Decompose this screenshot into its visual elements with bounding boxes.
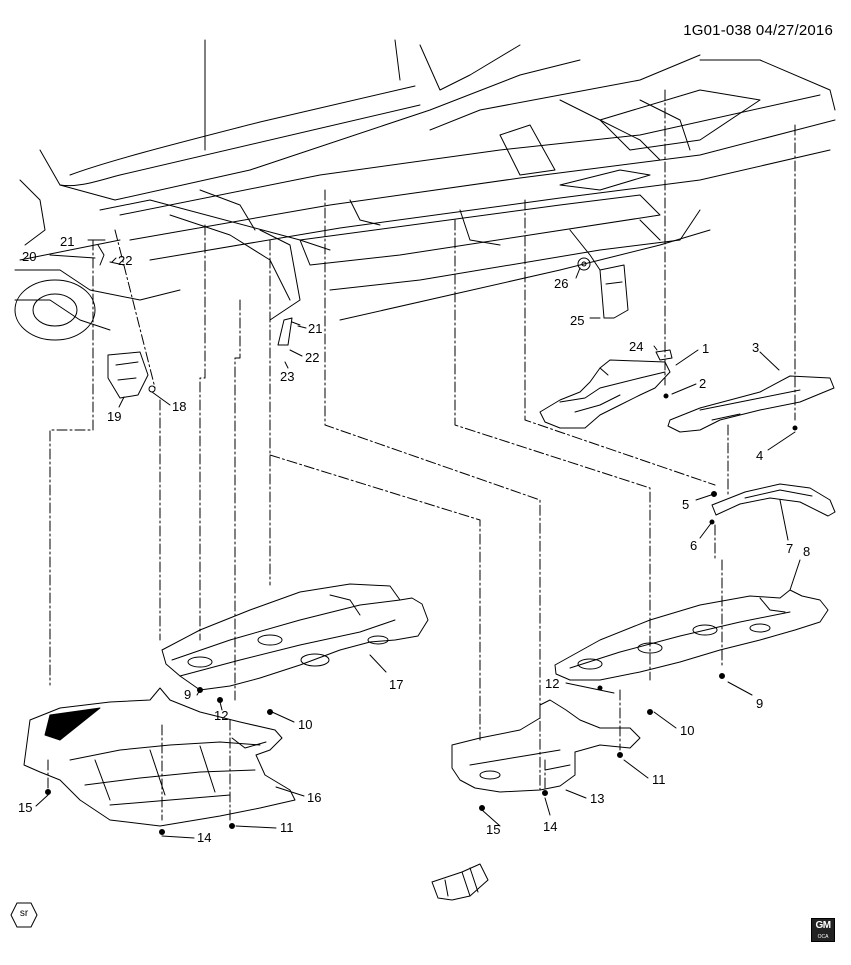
callout-8: 8 (803, 544, 810, 559)
callout-13: 13 (590, 791, 604, 806)
vehicle-underbody (14, 39, 836, 341)
part-25-bracket (599, 264, 629, 319)
callout-18: 18 (172, 399, 186, 414)
part-26-fastener (577, 257, 591, 271)
callout-15-right: 15 (486, 822, 500, 837)
callout-4: 4 (756, 448, 763, 463)
callout-19: 19 (107, 409, 121, 424)
callout-21-right: 21 (308, 321, 322, 336)
callout-25: 25 (570, 313, 584, 328)
callout-9-left: 9 (184, 687, 191, 702)
part-4-nut (792, 425, 798, 431)
callout-7: 7 (786, 541, 793, 556)
callout-23: 23 (280, 369, 294, 384)
part-7-shield (711, 483, 836, 517)
callout-20: 20 (22, 249, 36, 264)
diagram-code: 1G01-038 (683, 22, 752, 39)
part-13-shield (451, 699, 641, 793)
callout-11-left: 11 (280, 820, 294, 835)
sr-marker: sr (10, 902, 38, 928)
callout-labels: 1 2 3 4 5 6 7 8 9 9 10 10 11 11 12 12 13… (18, 234, 810, 845)
gm-logo-sub: OCA (817, 934, 829, 940)
part-23-bracket (277, 317, 301, 346)
callout-24: 24 (629, 339, 643, 354)
part-1-shield (539, 359, 671, 429)
callout-2: 2 (699, 376, 706, 391)
callout-17: 17 (389, 677, 403, 692)
part-8-shield (554, 589, 829, 681)
callout-9-right: 9 (756, 696, 763, 711)
callout-21-left: 21 (60, 234, 74, 249)
callout-22-right: 22 (305, 350, 319, 365)
callout-leaders (35, 239, 801, 839)
part-16-shield (23, 687, 296, 827)
callout-5: 5 (682, 497, 689, 512)
sr-label: sr (19, 908, 29, 919)
diagram-date: 04/27/2016 (755, 22, 833, 39)
front-arrow-icon (431, 863, 489, 901)
callout-16: 16 (307, 790, 321, 805)
callout-12-left: 12 (214, 708, 228, 723)
callout-12-right: 12 (545, 676, 559, 691)
callout-1: 1 (702, 341, 709, 356)
part-20-22-brackets (97, 244, 125, 266)
callout-26: 26 (554, 276, 568, 291)
diagram-header: 1G01-038 04/27/2016 (683, 22, 833, 39)
gm-logo: GM OCA (811, 918, 835, 942)
callout-10-left: 10 (298, 717, 312, 732)
leader-lines (47, 89, 796, 821)
callout-22-left: 22 (118, 253, 132, 268)
callout-15-left: 15 (18, 800, 32, 815)
callout-6: 6 (690, 538, 697, 553)
hexagon-icon (10, 902, 38, 928)
part-17-shield (161, 583, 429, 691)
gm-logo-mark: GM (815, 920, 831, 931)
callout-11-right: 11 (652, 772, 666, 787)
part-24-clip (655, 349, 673, 361)
callout-10-right: 10 (680, 723, 694, 738)
part-18-clip (148, 385, 156, 393)
part-2-nut (663, 393, 669, 399)
fasteners (45, 673, 725, 835)
callout-14-left: 14 (197, 830, 211, 845)
part-3-shield (667, 375, 835, 433)
callout-14-right: 14 (543, 819, 557, 834)
part-19-deflector (107, 351, 149, 399)
callout-3: 3 (752, 340, 759, 355)
